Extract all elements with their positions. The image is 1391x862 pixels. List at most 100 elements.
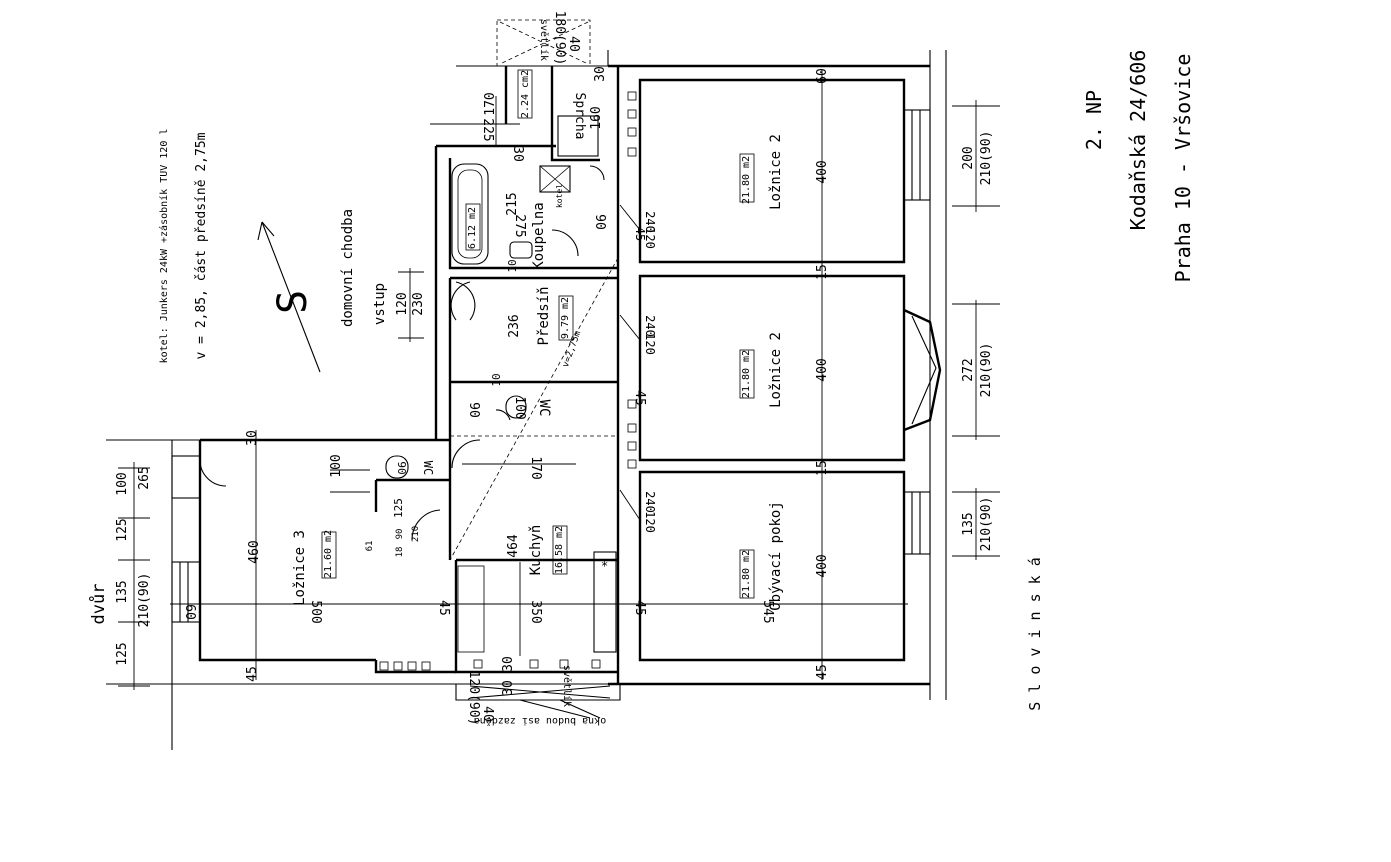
fixtures: * bbox=[385, 115, 617, 653]
shower-tray bbox=[557, 115, 599, 157]
dim-135-l: 135 bbox=[115, 580, 130, 603]
room-bath-dim-a: 215 bbox=[505, 192, 520, 215]
title-floor: 2. NP bbox=[1082, 90, 1106, 150]
dim-10-a: 10 bbox=[506, 259, 519, 272]
room-hall-area: 9.79 m2 bbox=[560, 297, 571, 339]
dim-120-b: 120 bbox=[643, 333, 657, 355]
room-kitchen-dim-b: 350 bbox=[528, 600, 543, 623]
washbasin bbox=[509, 241, 533, 259]
dim-240-c: 240 bbox=[643, 491, 657, 513]
dim-120-e: 120 bbox=[395, 292, 410, 315]
room-kitchen-area: 16.58 m2 bbox=[554, 526, 565, 574]
room-shower-name: Sprcha bbox=[572, 93, 587, 140]
dim-90-c: 90 bbox=[395, 529, 405, 540]
note-corridor: domovní chodba bbox=[340, 209, 356, 327]
room-bedroom2-mid-depth: 400 bbox=[815, 358, 830, 381]
dim-30-top: 30 bbox=[593, 66, 608, 82]
room-hall-name: Předsíň bbox=[536, 286, 552, 345]
room-bedroom3-width: 500 bbox=[308, 600, 323, 623]
room-kitchen-name: Kuchyň bbox=[528, 525, 544, 576]
skylight-top: světlík bbox=[538, 19, 550, 61]
room-bath-name: Koupelna bbox=[531, 202, 547, 269]
radiator-marks bbox=[379, 91, 637, 671]
note-height: v = 2,85, část předsíně 2,75m bbox=[194, 132, 209, 359]
dim-15-b: 15 bbox=[815, 460, 830, 476]
room-hall-dim: 236 bbox=[507, 314, 522, 337]
room-wc2-name: WC bbox=[421, 461, 435, 475]
dim-15-a: 15 bbox=[815, 264, 830, 280]
room-living-area: 21.80 m2 bbox=[741, 550, 752, 598]
note-boiler: kotel: Junkers 24kW +zásobník TUV 120 l bbox=[158, 129, 170, 364]
dim-200: 200 bbox=[961, 146, 976, 169]
dim-210-90-c: 210(90) bbox=[979, 497, 994, 552]
dim-45-c: 45 bbox=[632, 600, 647, 616]
room-bath-dim-b: 275 bbox=[512, 214, 527, 237]
title-address: Kodaňská 24/606 bbox=[1126, 50, 1150, 231]
room-bedroom3-height: 460 bbox=[247, 540, 262, 563]
room-bath-area: 6.12 m2 bbox=[467, 207, 478, 249]
windows-right bbox=[171, 109, 931, 623]
room-kitchen-dim-a: 464 bbox=[506, 534, 521, 558]
street-label: S l o v i n s k á bbox=[1026, 557, 1044, 711]
room-shower-dim-a: 170 bbox=[483, 92, 498, 115]
dim-120-a: 120 bbox=[643, 227, 657, 249]
room-bedroom3-name: Ložnice 3 bbox=[292, 530, 308, 606]
area-boxes bbox=[321, 69, 755, 599]
room-living-depth: 400 bbox=[815, 554, 830, 577]
dim-210-90-a: 210(90) bbox=[979, 131, 994, 186]
dim-40-b: 40 bbox=[480, 706, 495, 722]
dim-120-d: 120 bbox=[643, 511, 657, 533]
title-city: Praha 10 - Vršovice bbox=[1171, 54, 1195, 283]
dim-210: 210 bbox=[411, 526, 421, 542]
skylight-bottom: světlík bbox=[561, 665, 573, 707]
note-entrance: vstup bbox=[372, 283, 388, 325]
room-wc1-name: WC bbox=[536, 400, 552, 417]
dim-30-d: 30 bbox=[501, 656, 516, 672]
dimension-lines bbox=[118, 70, 1000, 690]
dim-30-e: 30 bbox=[501, 680, 516, 696]
dim-18: 18 bbox=[395, 547, 405, 558]
dim-265: 265 bbox=[137, 466, 152, 489]
dim-272: 272 bbox=[961, 358, 976, 381]
room-wc1-dim: 100 bbox=[512, 396, 527, 419]
dim-45-e: 45 bbox=[245, 666, 260, 682]
window-note: okna budou asi zazděna bbox=[474, 715, 606, 727]
dim-45-a: 45 bbox=[632, 390, 647, 406]
dim-240-b: 240 bbox=[643, 315, 657, 337]
dim-45-d: 45 bbox=[815, 664, 830, 680]
room-bedroom2-top-area: 21.80 m2 bbox=[741, 156, 752, 204]
room-living-name: Obývací pokoj bbox=[768, 501, 784, 611]
room-bedroom2-mid-area: 21.80 m2 bbox=[741, 350, 752, 398]
dim-100: 100 bbox=[329, 454, 344, 477]
kitchen-counter bbox=[593, 551, 617, 653]
walls bbox=[198, 64, 942, 686]
dim-45-f: 45 bbox=[633, 227, 647, 241]
dim-125-b: 125 bbox=[115, 642, 130, 665]
room-shower-dim-b: 160 bbox=[589, 106, 604, 129]
north-label: S bbox=[270, 290, 316, 314]
room-bedroom2-top-depth: 400 bbox=[815, 160, 830, 183]
dim-210-90-l: 210(90) bbox=[137, 573, 152, 628]
room-wc2-dim: 90 bbox=[395, 461, 408, 474]
dim-90-a: 90 bbox=[592, 214, 607, 230]
room-bedroom2-mid-name: Ložnice 2 bbox=[768, 332, 784, 408]
boiler-label: kotel bbox=[555, 184, 564, 208]
room-living-width: 545 bbox=[760, 600, 775, 623]
room-shower-area: 2.24 cm2 bbox=[520, 70, 531, 118]
dim-125-a: 125 bbox=[115, 518, 130, 541]
dim-90-b: 90 bbox=[466, 402, 481, 418]
dim-180-90: 180(90) bbox=[552, 11, 567, 66]
boiler-unit bbox=[539, 165, 571, 193]
dim-125-c: 125 bbox=[392, 498, 405, 518]
dim-60: 60 bbox=[182, 604, 197, 620]
guide-lines bbox=[106, 19, 947, 750]
dim-230: 230 bbox=[411, 292, 426, 315]
dim-40-top: 40 bbox=[566, 36, 581, 52]
courtyard-label: dvůr bbox=[88, 584, 109, 625]
dim-45-b: 45 bbox=[436, 600, 451, 616]
dim-170: 170 bbox=[528, 456, 543, 479]
dim-30-b: 30 bbox=[510, 146, 525, 162]
svg-text:*: * bbox=[601, 559, 608, 573]
dim-30-c: 30 bbox=[245, 430, 260, 446]
